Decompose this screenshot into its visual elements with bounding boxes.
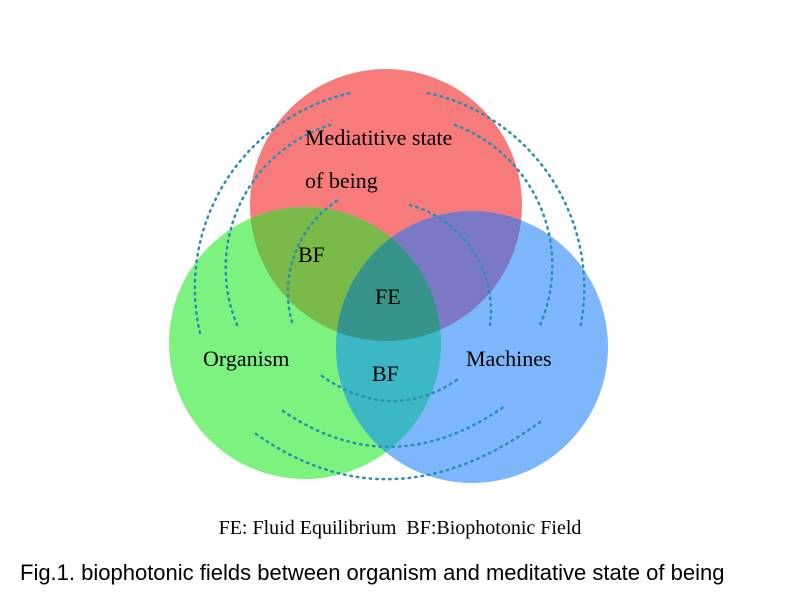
center-overlap-label: FE xyxy=(375,284,401,309)
dotted-arc-top-inner-left xyxy=(224,123,332,327)
top-left-overlap-label: BF xyxy=(298,242,325,267)
top-circle-label-line2: of being xyxy=(305,168,378,193)
legend-text: FE: Fluid Equilibrium BF:Biophotonic Fie… xyxy=(218,517,582,539)
dotted-arc-bottom-middle xyxy=(281,404,507,448)
dotted-arc-top-outer-right xyxy=(426,91,586,331)
organism-label: Organism xyxy=(203,346,289,371)
bottom-overlap-label: BF xyxy=(372,361,399,386)
overlap-center xyxy=(336,211,441,341)
dotted-arc-mid-right xyxy=(408,203,493,327)
dotted-arc-bottom-outer xyxy=(254,420,542,481)
dotted-arc-bottom-inner xyxy=(320,374,462,403)
machines-label: Machines xyxy=(466,346,552,371)
dotted-arc-top-outer-left xyxy=(193,91,352,335)
top-circle-label-line1: Mediatitive state xyxy=(305,125,452,150)
figure-caption: Fig.1. biophotonic fields between organi… xyxy=(20,560,725,585)
dotted-field-arcs xyxy=(193,91,586,481)
dotted-arc-top-inner-right xyxy=(453,123,554,327)
